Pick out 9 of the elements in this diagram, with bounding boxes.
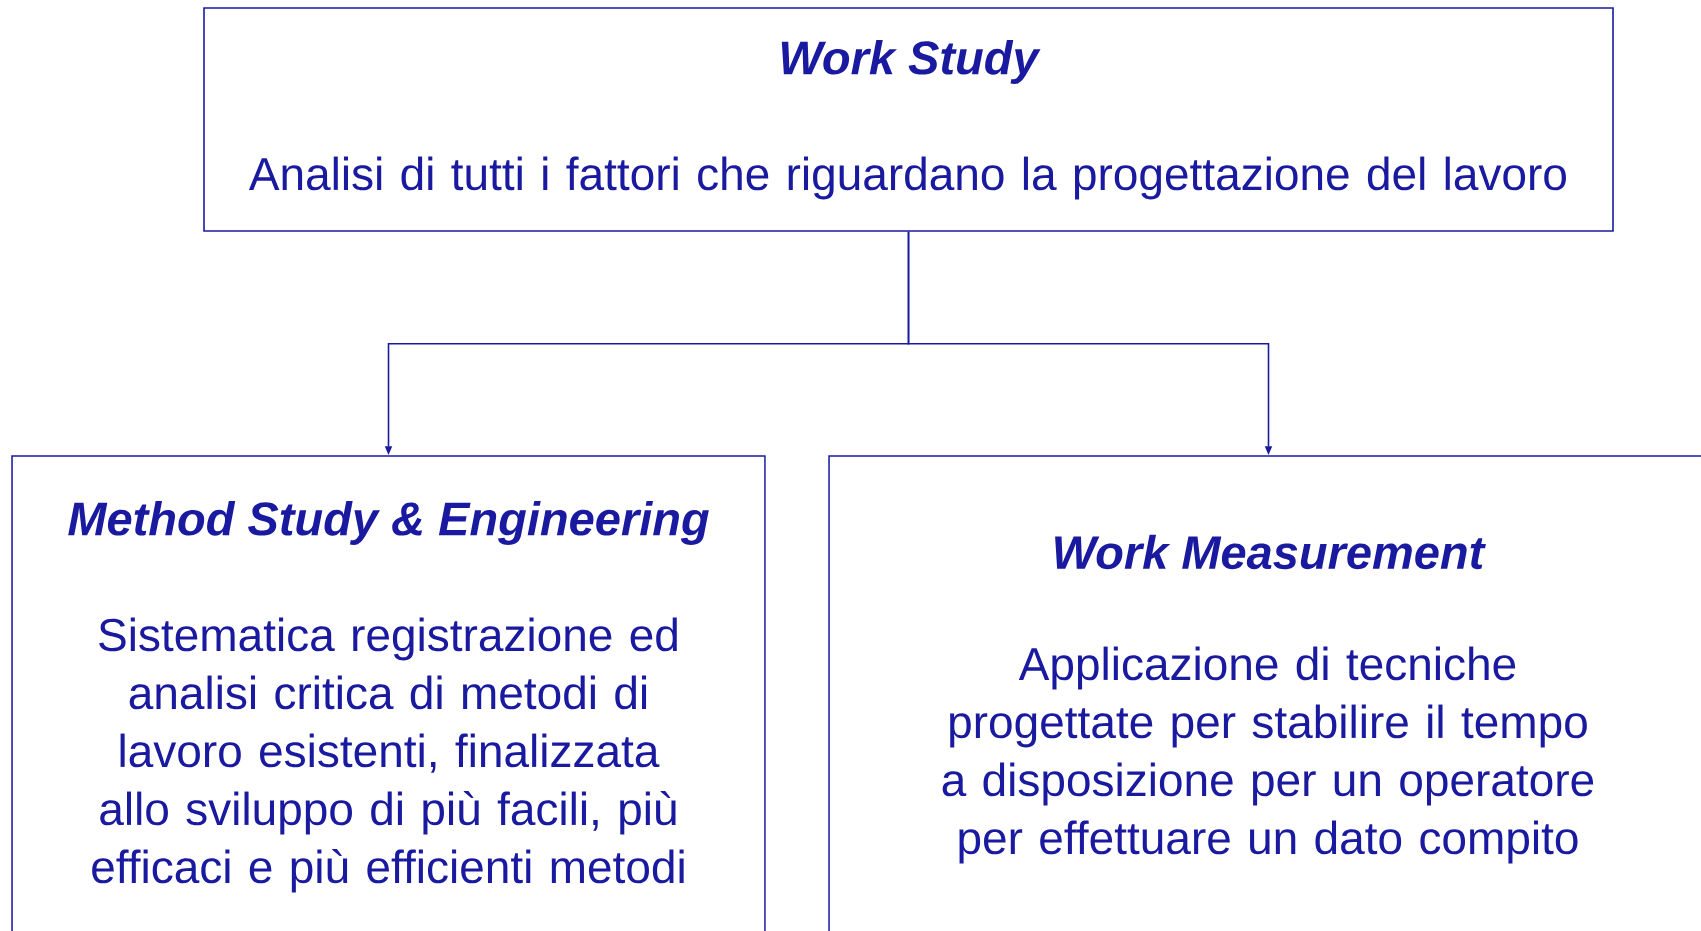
text-box <box>203 7 1614 232</box>
box-description: Analisi di tutti i fattori che riguardano la progettazione del lavoro <box>248 156 1566 200</box>
text-box <box>11 455 766 931</box>
box-description: Sistematica registrazione ed analisi critica di metodi di lavoro esistenti, finalizzata allo sviluppo di più facili, più efficaci e più efficienti metodi <box>92 617 684 893</box>
box-heading: Method Study & Engineering <box>68 501 709 545</box>
text-box <box>828 455 1701 931</box>
box-description: Applicazione di tecniche progettate per stabilire il tempo a disposizione per un operatore per effettuare un dato compito <box>942 646 1594 864</box>
box-heading: Work Study <box>781 40 1041 84</box>
box-heading: Work Measurement <box>1055 534 1486 570</box>
